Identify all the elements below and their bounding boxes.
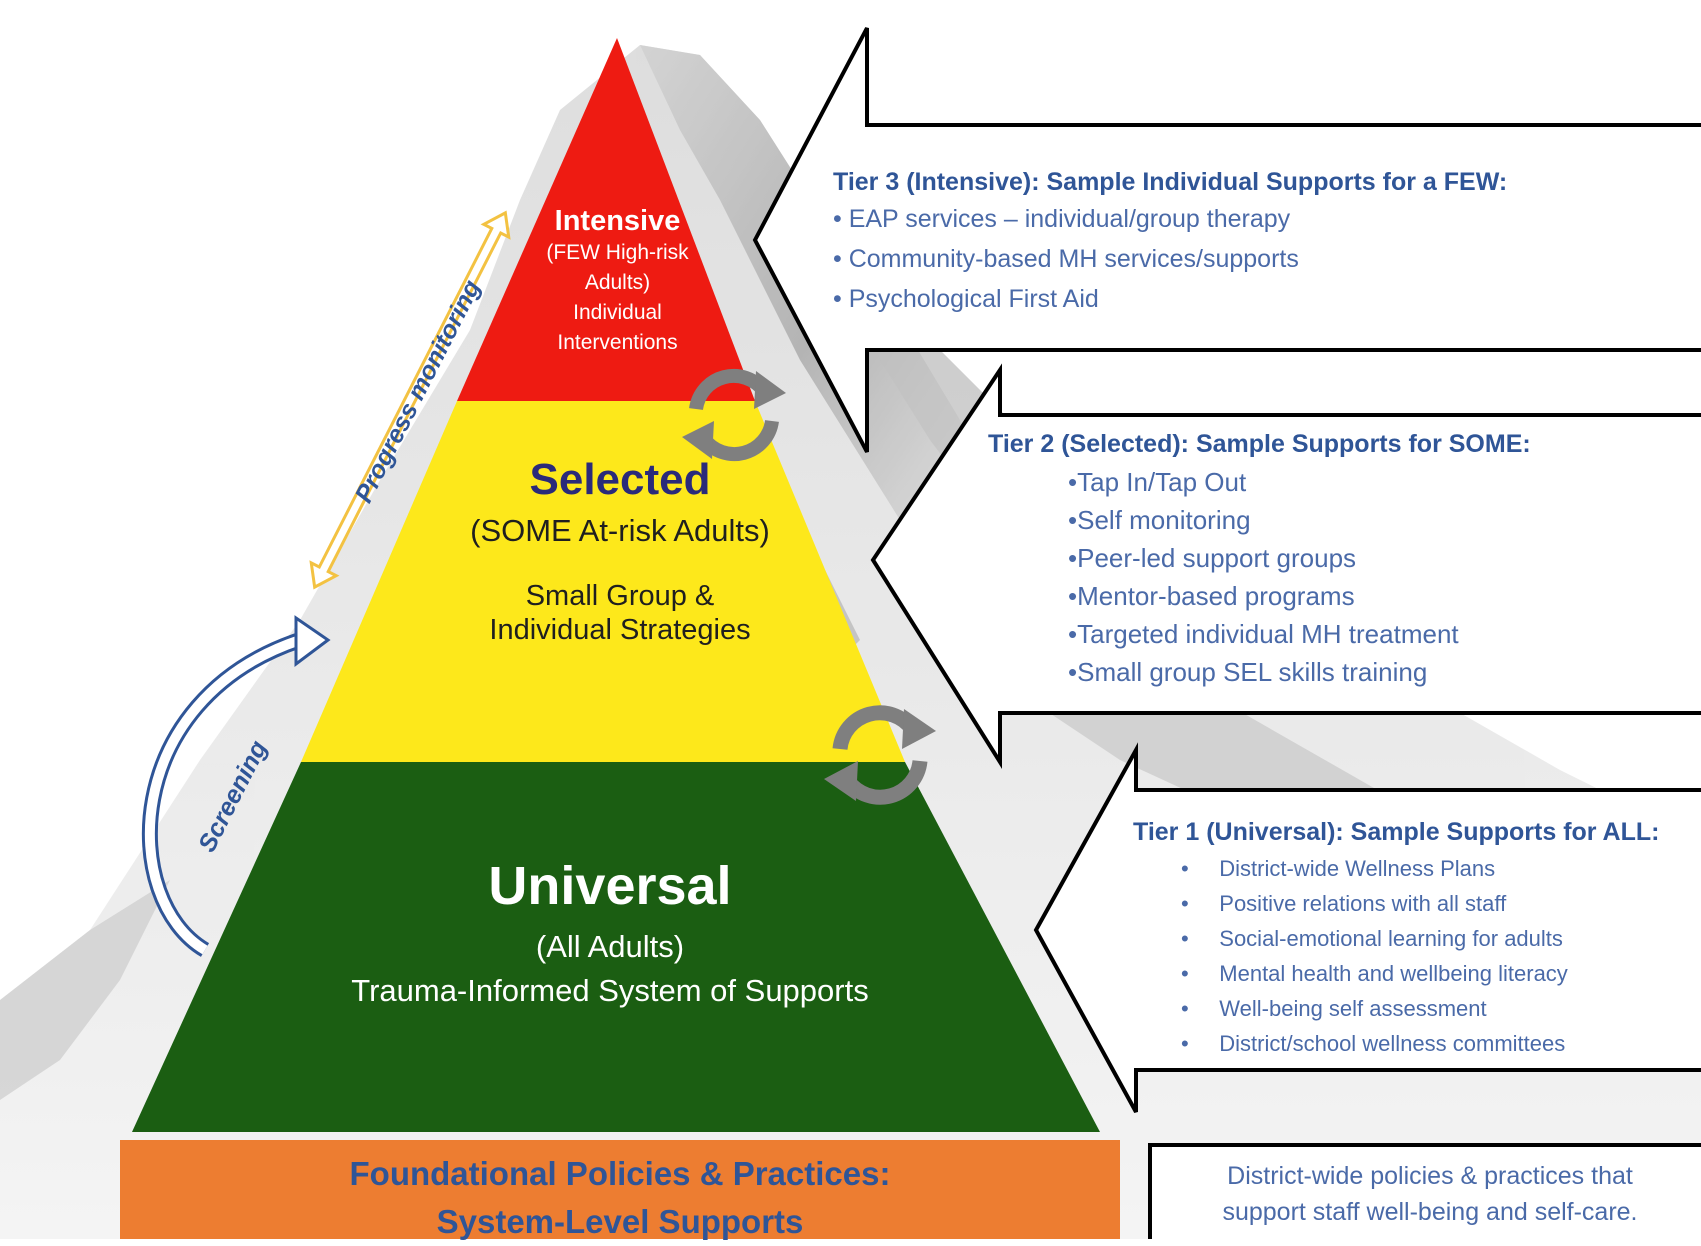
tier-universal-shape bbox=[132, 762, 1100, 1132]
intensive-line: (FEW High-risk bbox=[546, 241, 689, 264]
foundation-label-block: Foundational Policies & Practices: Syste… bbox=[120, 1150, 1120, 1246]
tier2-list: •Tap In/Tap Out •Self monitoring •Peer-l… bbox=[1068, 463, 1531, 691]
selected-subtitle: (SOME At-risk Adults) bbox=[470, 513, 770, 548]
tier2-item: •Peer-led support groups bbox=[1068, 543, 1357, 573]
screening-arrow bbox=[141, 615, 331, 957]
tier3-title: Tier 3 (Intensive): Sample Individual Su… bbox=[833, 168, 1508, 196]
tier1-list: • District-wide Wellness Plans • Positiv… bbox=[1181, 851, 1659, 1061]
intensive-title: Intensive bbox=[554, 205, 681, 237]
intensive-label-block: Intensive (FEW High-risk Adults) Individ… bbox=[520, 205, 715, 358]
selected-line: Individual Strategies bbox=[489, 614, 751, 646]
tier1-callout-arrow bbox=[1033, 742, 1701, 1113]
selected-title: Selected bbox=[529, 455, 711, 504]
tier1-item: • District/school wellness committees bbox=[1181, 1031, 1566, 1056]
foundation-line: Foundational Policies & Practices: bbox=[349, 1155, 891, 1192]
tier2-item: •Mentor-based programs bbox=[1068, 581, 1355, 611]
foundation-line: System-Level Supports bbox=[436, 1203, 804, 1240]
intensive-line: Interventions bbox=[557, 331, 678, 354]
tier1-item: • Positive relations with all staff bbox=[1181, 891, 1507, 916]
tier1-item: • Social-emotional learning for adults bbox=[1181, 926, 1563, 951]
tier2-callout-arrow bbox=[870, 363, 1701, 769]
foundation-note-box bbox=[1148, 1143, 1701, 1239]
tier3-panel: Tier 3 (Intensive): Sample Individual Su… bbox=[833, 168, 1507, 319]
tier1-title: Tier 1 (Universal): Sample Supports for … bbox=[1133, 818, 1660, 846]
tier3-item: • Psychological First Aid bbox=[833, 285, 1099, 313]
tier-intensive-shape bbox=[457, 38, 755, 401]
tier3-item: • EAP services – individual/group therap… bbox=[833, 205, 1291, 233]
tier2-item: •Small group SEL skills training bbox=[1068, 657, 1428, 687]
universal-subtitle: (All Adults) bbox=[535, 929, 685, 964]
foundation-bar-shape bbox=[120, 1140, 1120, 1239]
cycle-icon bbox=[682, 368, 786, 462]
foundation-note-line: support staff well-being and self-care. bbox=[1222, 1198, 1638, 1226]
universal-line: Trauma-Informed System of Supports bbox=[351, 973, 869, 1008]
tier2-panel: Tier 2 (Selected): Sample Supports for S… bbox=[988, 430, 1531, 691]
tier-selected-shape bbox=[301, 401, 905, 762]
tier2-item: •Targeted individual MH treatment bbox=[1068, 619, 1459, 649]
universal-title: Universal bbox=[488, 856, 732, 916]
tier3-item: • Community-based MH services/supports bbox=[833, 245, 1299, 273]
foundation-note-line: District-wide policies & practices that bbox=[1227, 1162, 1633, 1190]
tier3-callout-arrow bbox=[752, 27, 1701, 453]
universal-label-block: Universal (All Adults) Trauma-Informed S… bbox=[280, 855, 940, 1009]
tier2-title: Tier 2 (Selected): Sample Supports for S… bbox=[988, 430, 1531, 458]
foundation-note: District-wide policies & practices that … bbox=[1150, 1158, 1701, 1230]
intensive-line: Individual bbox=[573, 301, 662, 324]
selected-line: Small Group & bbox=[525, 580, 715, 612]
selected-label-block: Selected (SOME At-risk Adults) Small Gro… bbox=[400, 455, 840, 647]
cycle-icon bbox=[824, 705, 936, 805]
tier3-list: • EAP services – individual/group therap… bbox=[833, 199, 1507, 319]
progress-monitoring-arrow bbox=[309, 210, 511, 590]
tier2-item: •Tap In/Tap Out bbox=[1068, 467, 1247, 497]
intensive-line: Adults) bbox=[584, 271, 651, 294]
tier1-item: • Well-being self assessment bbox=[1181, 996, 1487, 1021]
tier2-item: •Self monitoring bbox=[1068, 505, 1251, 535]
tier1-panel: Tier 1 (Universal): Sample Supports for … bbox=[1133, 818, 1659, 1061]
tier1-item: • District-wide Wellness Plans bbox=[1181, 856, 1496, 881]
tier1-item: • Mental health and wellbeing literacy bbox=[1181, 961, 1568, 986]
